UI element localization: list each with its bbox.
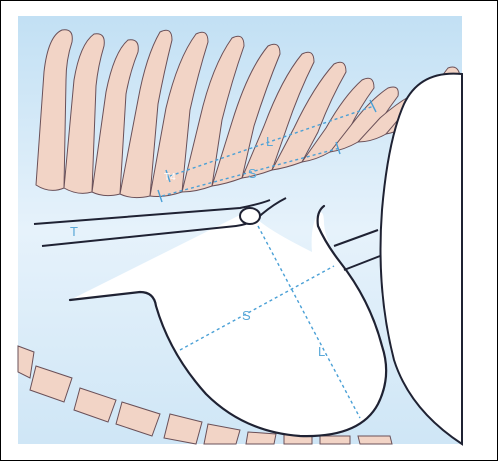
picture-area: T4 T L S S L <box>18 16 462 444</box>
carina <box>240 208 260 224</box>
sternebra-9 <box>320 436 350 444</box>
trachea-label: T <box>70 224 78 239</box>
sternebra-10 <box>358 436 392 444</box>
long-axis-top-label: L <box>266 134 273 149</box>
short-axis-heart-label: S <box>242 308 251 323</box>
vertebra-label: T4 <box>164 172 176 183</box>
sternebra-7 <box>246 432 276 444</box>
long-axis-heart-label: L <box>318 344 325 359</box>
short-axis-top-label: S <box>248 166 257 181</box>
